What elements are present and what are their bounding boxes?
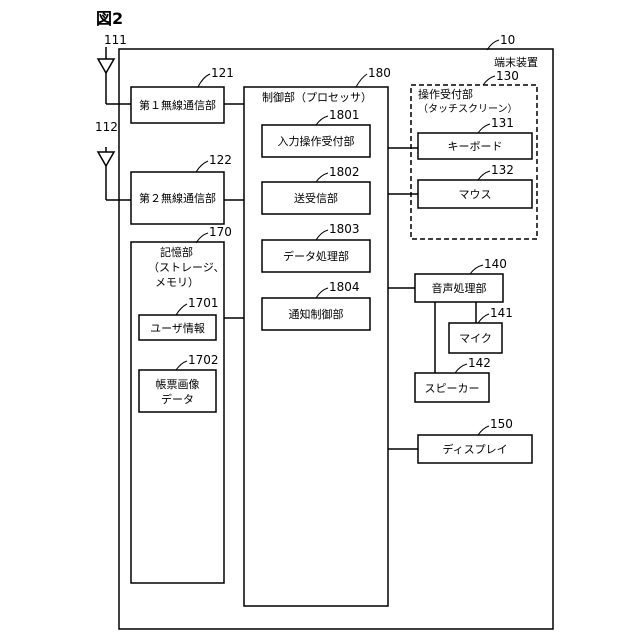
comm-unit-1-ref: 121 [211, 66, 234, 80]
send-recv-ref: 1802 [329, 165, 360, 179]
form-image-ref: 1702 [188, 353, 219, 367]
storage-label-line1: 記憶部 [160, 245, 193, 259]
notify-ctrl-ref: 1804 [329, 280, 360, 294]
comm-unit-2-ref: 122 [209, 153, 232, 167]
notify-ctrl-label: 通知制御部 [289, 307, 344, 321]
control-unit-label: 制御部（プロセッサ） [262, 90, 372, 104]
user-info-ref: 1701 [188, 296, 219, 310]
user-info-label: ユーザ情報 [150, 322, 205, 335]
control-unit-ref: 180 [368, 66, 391, 80]
figure-title: 図2 [96, 9, 123, 28]
data-proc-label: データ処理部 [283, 249, 349, 263]
data-proc-ref: 1803 [329, 222, 360, 236]
comm-unit-1-label: 第１無線通信部 [139, 98, 216, 112]
storage-unit-ref: 170 [209, 225, 232, 239]
antenna-112-ref: 112 [95, 120, 118, 134]
terminal-device-ref: 10 [500, 33, 515, 47]
keyboard-ref: 131 [491, 116, 514, 130]
speaker-ref: 142 [468, 356, 491, 370]
comm-unit-2-label: 第２無線通信部 [139, 191, 216, 205]
mouse-ref: 132 [491, 163, 514, 177]
send-recv-label: 送受信部 [294, 191, 338, 205]
mic-label: マイク [459, 332, 492, 345]
audio-proc-ref: 140 [484, 257, 507, 271]
mouse-label: マウス [459, 188, 492, 201]
storage-label-line2: （ストレージ、 [148, 261, 224, 274]
operation-unit-ref: 130 [496, 69, 519, 83]
speaker-label: スピーカー [425, 382, 480, 395]
display-label: ディスプレイ [442, 442, 507, 456]
mic-ref: 141 [490, 306, 513, 320]
form-image-label-line1: 帳票画像 [156, 377, 200, 391]
audio-proc-label: 音声処理部 [432, 281, 487, 295]
terminal-device-label: 端末装置 [494, 55, 538, 69]
control-unit-box [244, 87, 388, 606]
storage-label-line3: メモリ） [155, 276, 199, 289]
operation-label-line1: 操作受付部 [418, 87, 473, 101]
input-accept-label: 入力操作受付部 [278, 134, 355, 148]
antenna-111-ref: 111 [104, 33, 127, 47]
operation-label-line2: （タッチスクリーン） [418, 103, 518, 115]
form-image-label-line2: データ [161, 392, 194, 406]
display-ref: 150 [490, 417, 513, 431]
keyboard-label: キーボード [448, 140, 503, 153]
input-accept-ref: 1801 [329, 108, 360, 122]
